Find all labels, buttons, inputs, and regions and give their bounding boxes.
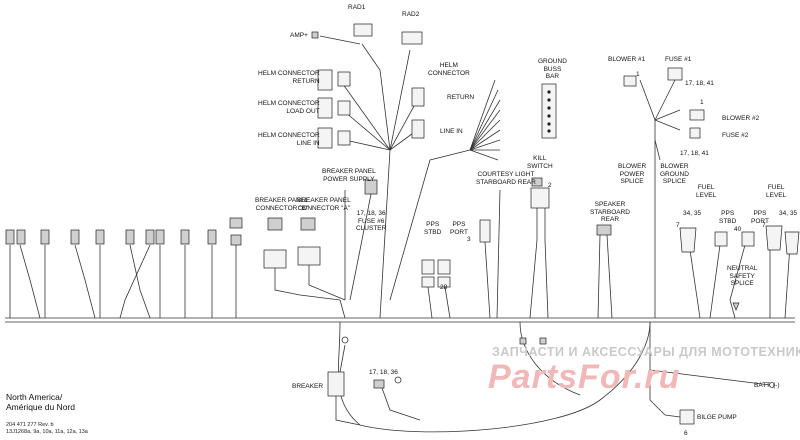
lower-components <box>327 336 775 426</box>
right-sensors <box>679 225 800 319</box>
ground-buss-bar-label: GROUND BUSS BAR <box>538 58 567 80</box>
helm-connector-load-out-label: HELM CONNECTOR LOAD OUT <box>258 100 320 115</box>
line-in-label: LINE IN <box>440 128 463 135</box>
number-1a: 1 <box>636 71 640 78</box>
left-connectors <box>5 217 243 246</box>
speaker-starboard-rear-label: SPEAKER STARBOARD REAR <box>590 201 630 223</box>
amp-label: AMP+ <box>290 32 308 39</box>
main-harness-trunk <box>5 317 795 323</box>
helm-connector-return-label: HELM CONNECTOR RETURN <box>258 70 320 85</box>
fuse2-label: FUSE #2 <box>722 132 749 139</box>
watermark-logo: PartsFor.ru <box>488 358 681 396</box>
document-reference: 204 471 277 Rev. b 13J1268a, 9a, 10a, 11… <box>6 422 88 435</box>
breaker-panel-connector-a-label: BREAKER PANEL CONNECTOR "A" <box>297 197 351 212</box>
blower-power-splice-label: BLOWER POWER SPLICE <box>618 163 647 185</box>
blower2-label: BLOWER #2 <box>722 115 760 122</box>
ref-34-35-left: 34, 35 <box>683 210 702 217</box>
blower-section <box>623 67 705 318</box>
number-40: 40 <box>734 226 742 233</box>
pps-port-label: PPS PORT <box>450 221 468 236</box>
number-6: 6 <box>684 430 688 437</box>
rad2-label: RAD2 <box>402 11 420 18</box>
pps-stbd-right-label: PPS STBD <box>719 210 737 225</box>
return-label: RETURN <box>447 94 475 101</box>
neutral-safety-splice-label: NEUTRAL SAFETY SPLICE <box>727 265 758 287</box>
helm-connector-line-in-label: HELM CONNECTOR LINE IN <box>258 132 320 147</box>
blower1-label: BLOWER #1 <box>608 56 646 63</box>
fuse1-ref-label: 17, 18, 41 <box>685 80 714 87</box>
helm-connectors <box>317 69 425 149</box>
left-drop-wires <box>9 238 237 319</box>
blower-ground-splice-label: BLOWER GROUND SPLICE <box>660 163 689 185</box>
number-3: 3 <box>467 236 471 243</box>
number-1b: 1 <box>700 99 704 106</box>
breaker-label: BREAKER <box>292 383 324 390</box>
breaker-panel-connector-b-label: BREAKER PANEL CONNECTOR "B" <box>255 197 309 212</box>
number-28: 28 <box>440 284 448 291</box>
fuel-level-right-label: FUEL LEVEL <box>766 184 787 199</box>
region-label: North America/ Amérique du Nord <box>6 392 75 412</box>
fuse1-label: FUSE #1 <box>665 56 692 63</box>
kill-switch-label: KILL SWITCH <box>527 155 553 170</box>
fuse2-ref-label: 17, 18, 41 <box>680 150 709 157</box>
center-components <box>421 177 613 319</box>
breaker-ref-label: 17, 18, 36 <box>369 369 398 376</box>
breaker-panel-connectors <box>263 179 378 319</box>
watermark-text: ЗАПЧАСТИ И АКСЕССУАРЫ ДЛЯ МОТОТЕХНИКИ <box>492 345 800 359</box>
helm-harness-fan <box>319 35 501 319</box>
pps-port-right-label: PPS PORT <box>751 210 769 225</box>
number-2: 2 <box>548 182 552 189</box>
courtesy-light-label: COURTESY LIGHT STARBOARD REAR <box>476 171 536 186</box>
pps-stbd-label: PPS STBD <box>424 221 442 236</box>
rad-connectors <box>311 23 423 45</box>
fuse6-cluster-label: 17, 18, 36 FUSE #6 CLUSTER <box>356 210 387 232</box>
rad1-label: RAD1 <box>348 4 366 11</box>
batt-label: BATT. (-) <box>754 382 780 389</box>
number-7-right: 7 <box>762 222 766 229</box>
fuel-level-left-label: FUEL LEVEL <box>696 184 717 199</box>
bilge-pump-label: BILGE PUMP <box>697 414 737 421</box>
ground-buss-bar <box>541 83 557 139</box>
breaker-panel-power-supply-label: BREAKER PANEL POWER SUPPLY <box>322 168 376 183</box>
number-7-left: 7 <box>676 222 680 229</box>
ref-34-35-right: 34, 35 <box>779 210 798 217</box>
helm-connector-label: HELM CONNECTOR <box>428 62 470 77</box>
